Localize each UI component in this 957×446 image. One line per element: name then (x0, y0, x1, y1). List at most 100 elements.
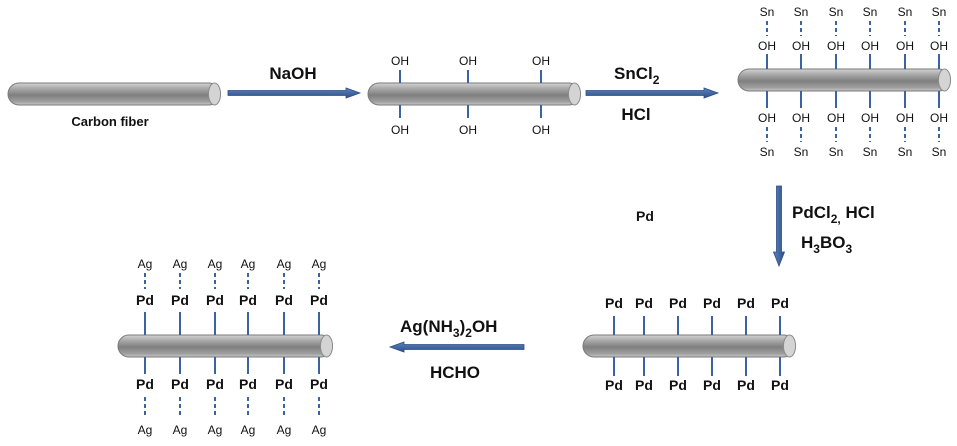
oh-sn-bottom-4: OH (896, 111, 914, 125)
oh-sn-top-3: OH (861, 39, 879, 53)
pd-top-1: Pd (635, 295, 653, 311)
sn-bottom-3: Sn (863, 145, 878, 159)
ag-base2: ) (460, 317, 466, 336)
pd-ag-top-4: Pd (275, 292, 293, 308)
h3bo3-h: H (801, 233, 813, 252)
hcl-reagent-label: HCl (621, 105, 650, 124)
h3bo3-bo: BO (820, 233, 846, 252)
naoh-reagent-label: NaOH (269, 64, 316, 83)
sn-top-2: Sn (829, 5, 844, 19)
ag-top-1: Ag (173, 257, 188, 271)
sn-top-5: Sn (932, 5, 947, 19)
pd-top-0: Pd (605, 295, 623, 311)
sncl2-subscript: 2 (653, 73, 660, 87)
ag-sub1: 3 (453, 326, 460, 340)
sn-bottom-5: Sn (932, 145, 947, 159)
oh-sn-top-4: OH (896, 39, 914, 53)
naoh-arrow (227, 87, 362, 99)
sn-fiber-end (937, 68, 952, 92)
oh-top-2: OH (532, 54, 550, 68)
sncl2-base: SnCl (614, 64, 653, 83)
ag-bottom-1: Ag (173, 423, 188, 437)
sn-bottom-2: Sn (829, 145, 844, 159)
sn-bottom-4: Sn (898, 145, 913, 159)
h3bo3-sub1: 3 (813, 242, 820, 256)
oh-bottom-2: OH (532, 123, 550, 137)
oh-top-1: OH (459, 54, 477, 68)
sn-top-4: Sn (898, 5, 913, 19)
carbon-fiber-label: Carbon fiber (71, 114, 148, 129)
ag-bottom-5: Ag (312, 423, 327, 437)
sncl2-arrow (585, 87, 720, 99)
sn-top-3: Sn (863, 5, 878, 19)
ag-top-4: Ag (277, 257, 292, 271)
ag-fiber-end (319, 334, 334, 358)
h3bo3-sub2: 3 (845, 242, 852, 256)
pd-ag-bottom-4: Pd (275, 376, 293, 392)
pd-ag-bottom-5: Pd (310, 376, 328, 392)
ag-fiber (117, 334, 333, 358)
sn-bottom-1: Sn (794, 145, 809, 159)
ag-arrow (388, 341, 525, 353)
sn-bottom-0: Sn (760, 145, 775, 159)
floating-pd-label: Pd (636, 208, 654, 224)
oh-sn-bottom-2: OH (827, 111, 845, 125)
pd-bottom-2: Pd (669, 377, 687, 393)
oh-sn-top-0: OH (758, 39, 776, 53)
carbon-fiber (7, 82, 221, 106)
pd-ag-top-3: Pd (239, 292, 257, 308)
pd-ag-bottom-3: Pd (239, 376, 257, 392)
oh-sn-top-5: OH (930, 39, 948, 53)
ag-sub2: 2 (465, 326, 472, 340)
pdcl2-base: PdCl (792, 203, 831, 222)
pdcl2-subscript: 2, (831, 212, 841, 226)
h3bo3-reagent-label: H3BO3 (801, 233, 852, 256)
pd-fiber (582, 334, 796, 358)
pd-ag-bottom-0: Pd (136, 376, 154, 392)
pdcl2-rest: HCl (841, 203, 875, 222)
group-labels: OHOHOHOHOHOHSnOHOHSnSnOHOHSnSnOHOHSnSnOH… (136, 5, 948, 437)
pd-bottom-3: Pd (703, 377, 721, 393)
pd-top-3: Pd (703, 295, 721, 311)
fibers (7, 68, 952, 358)
oh-sn-bottom-1: OH (792, 111, 810, 125)
oh-sn-top-2: OH (827, 39, 845, 53)
oh-sn-top-1: OH (792, 39, 810, 53)
pd-ag-top-1: Pd (171, 292, 189, 308)
pd-ag-top-5: Pd (310, 292, 328, 308)
pd-top-5: Pd (771, 295, 789, 311)
ag-bottom-3: Ag (241, 423, 256, 437)
carbon-fiber-end (207, 82, 222, 106)
hcho-reagent-label: HCHO (430, 363, 480, 382)
pd-ag-top-0: Pd (136, 292, 154, 308)
ag-top-0: Ag (138, 257, 153, 271)
pd-fiber-end (782, 334, 797, 358)
reaction-arrows (227, 87, 786, 353)
pd-ag-bottom-1: Pd (171, 376, 189, 392)
ag-reagent-label: Ag(NH3)2OH (400, 317, 497, 340)
ag-top-5: Ag (312, 257, 327, 271)
oh-sn-bottom-0: OH (758, 111, 776, 125)
hydroxylated-fiber (367, 82, 581, 106)
ag-bottom-4: Ag (277, 423, 292, 437)
pdcl2-arrow (772, 185, 786, 268)
sncl2-reagent-label: SnCl2 (614, 64, 660, 87)
pd-ag-top-2: Pd (206, 292, 224, 308)
pd-top-2: Pd (669, 295, 687, 311)
hydroxylated-fiber-end (567, 82, 582, 106)
ag-top-2: Ag (208, 257, 223, 271)
pd-bottom-5: Pd (771, 377, 789, 393)
sn-fiber (737, 68, 951, 92)
oh-bottom-0: OH (391, 123, 409, 137)
pdcl2-reagent-label: PdCl2, HCl (792, 203, 875, 226)
oh-sn-bottom-5: OH (930, 111, 948, 125)
ag-base1: Ag(NH (400, 317, 453, 336)
oh-top-0: OH (391, 54, 409, 68)
pd-ag-bottom-2: Pd (206, 376, 224, 392)
ag-base3: OH (472, 317, 498, 336)
pd-bottom-1: Pd (635, 377, 653, 393)
pd-bottom-4: Pd (737, 377, 755, 393)
ag-bottom-2: Ag (208, 423, 223, 437)
bonds (144, 21, 940, 418)
